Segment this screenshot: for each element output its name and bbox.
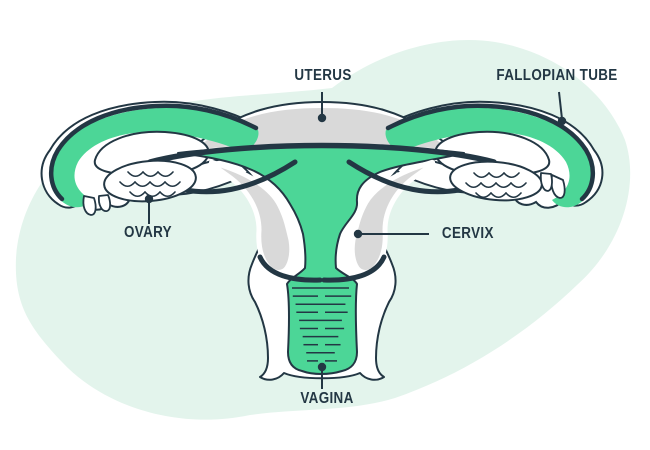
fallopian-tube-label: FALLOPIAN TUBE [496,67,618,84]
vagina-texture-lines [292,287,352,362]
ovary-label: OVARY [124,224,172,241]
left-fimbriae [82,194,112,216]
right-ovary-scale-pattern [465,172,527,199]
uterus-gray-body [196,108,448,150]
left-ovary-scale-pattern [119,171,181,198]
cervix-dot [353,229,363,239]
cervical-os-right [321,254,387,283]
ovary-dot [144,194,154,204]
uterus-lining-band [147,142,497,165]
fallopian-tube-dot [557,116,567,126]
right-tube-green [385,107,594,208]
cervix-label: CERVIX [441,225,494,242]
fallopian-tube-leader-line [558,91,563,120]
uterus-label: UTERUS [294,67,352,84]
uterine-cavity-green [177,145,465,375]
right-fimbriae [539,172,566,199]
left-tube-green [50,107,259,208]
leader-dots [144,113,567,372]
uterus-dot [317,113,327,123]
vagina-dot [317,362,327,372]
vagina-label: VAGINA [300,390,354,407]
leader-lines [148,91,563,389]
right-tube-dark-edge [385,103,595,202]
cervical-os-left [257,254,323,283]
left-tube-dark-edge [49,103,259,202]
